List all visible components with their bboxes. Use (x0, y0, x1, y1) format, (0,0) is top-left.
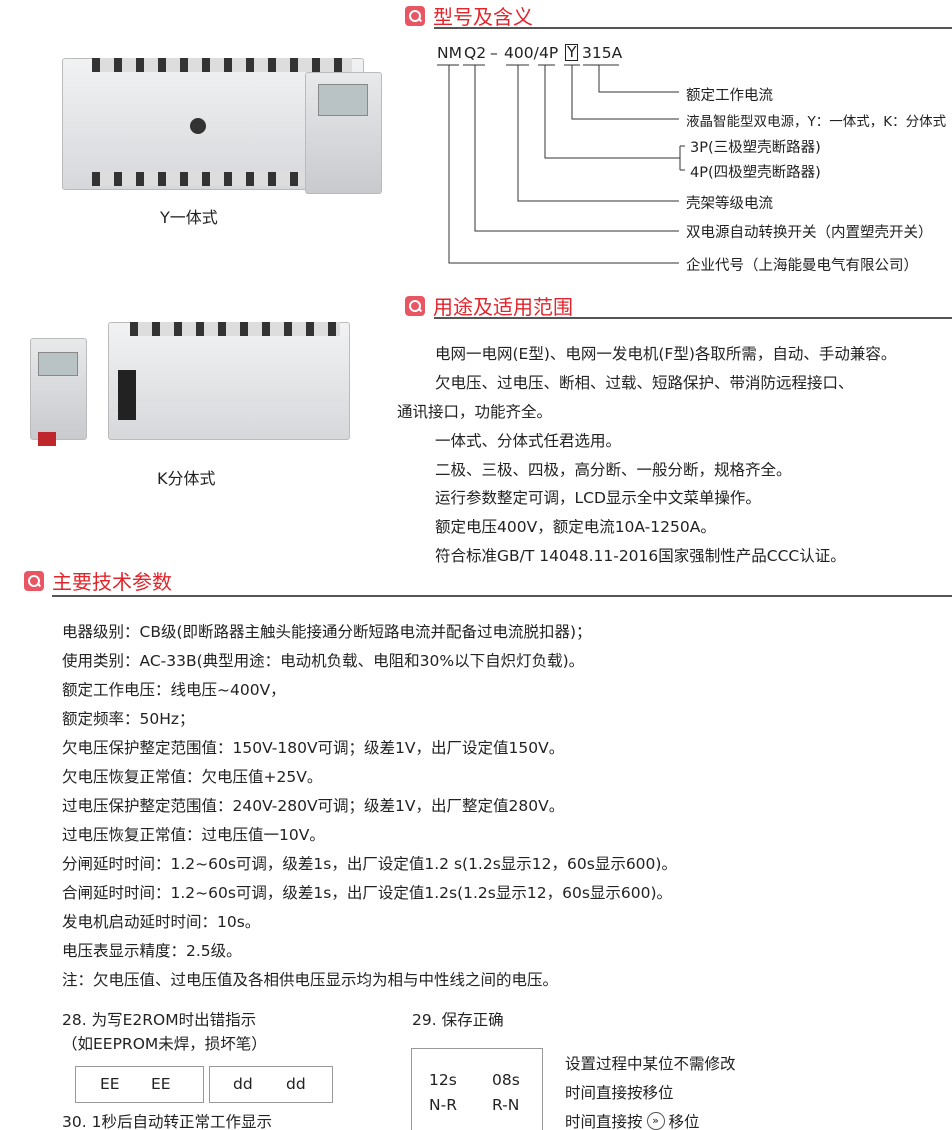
display-ee: EE EE (75, 1066, 204, 1103)
use-line: 欠电压、过电压、断相、过载、短路保护、带消防远程接口、 (435, 374, 854, 392)
param-line: 使用类别：AC-33B(典型用途：电动机负载、电阻和30%以下自炽灯负载)。 (62, 652, 585, 670)
display-text: dd (233, 1075, 253, 1093)
note-line: 时间直接按移位 (565, 1084, 674, 1102)
item-29-title: 29. 保存正确 (412, 1011, 504, 1029)
meaning-label: 液晶智能型双电源，Y：一体式，K：分体式 (686, 114, 947, 130)
code-part: NM (437, 44, 462, 62)
display-text: 12s (429, 1071, 457, 1089)
meaning-label: 企业代号（上海能曼电气有限公司） (686, 258, 918, 274)
item-28-note: （如EEPROM未焊，损坏笔） (62, 1035, 267, 1053)
meaning-label: 4P(四极塑壳断路器) (690, 165, 821, 181)
display-29: 12s 08s N-R R-N (411, 1048, 543, 1130)
display-text: EE (151, 1075, 171, 1093)
param-line: 注：欠电压值、过电压值及各相供电压显示均为相与中性线之间的电压。 (62, 971, 559, 989)
meaning-label: 双电源自动转换开关（内置塑壳开关） (686, 225, 933, 241)
divider (52, 595, 952, 597)
divider (434, 317, 952, 319)
shift-icon: » (646, 1112, 665, 1130)
param-line: 过电压保护整定范围值：240V-280V可调；级差1V，出厂整定值280V。 (62, 797, 565, 815)
divider (434, 27, 952, 29)
item-28-title: 28. 为写E2ROM时出错指示 (62, 1011, 257, 1029)
use-line: 电网一电网(E型)、电网一发电机(F型)各取所需，自动、手动兼容。 (435, 345, 897, 363)
note-text: 时间直接按 (565, 1113, 643, 1130)
note-line: 时间直接按 » 移位 (565, 1110, 700, 1130)
display-text: N-R (429, 1096, 457, 1114)
section-heading-model: 型号及含义 (405, 1, 533, 30)
meaning-label: 3P(三极塑壳断路器) (690, 140, 821, 156)
param-line: 发电机启动延时时间：10s。 (62, 913, 261, 931)
param-line: 电器级别：CB级(即断路器主触头能接通分断短路电流并配备过电流脱扣器)； (62, 623, 592, 641)
code-part: – (490, 44, 498, 62)
code-part: 4P (539, 44, 559, 62)
note-text: 移位 (668, 1113, 700, 1130)
code-part: 315A (582, 44, 623, 62)
display-dd: dd dd (209, 1066, 333, 1103)
use-line: 一体式、分体式任君选用。 (435, 432, 622, 450)
param-line: 过电压恢复正常值：过电压值一10V。 (62, 826, 325, 844)
display-text: R-N (492, 1096, 520, 1114)
param-line: 欠电压恢复正常值：欠电压值+25V。 (62, 768, 323, 786)
param-line: 额定工作电压：线电压~400V， (62, 681, 286, 699)
display-text: 08s (492, 1071, 520, 1089)
note-line: 设置过程中某位不需修改 (565, 1055, 736, 1073)
magnifier-icon (405, 5, 425, 26)
meaning-label: 额定工作电流 (686, 88, 773, 104)
param-line: 额定频率：50Hz； (62, 710, 195, 728)
heading-text: 型号及含义 (433, 5, 533, 29)
product-caption: Y一体式 (160, 208, 218, 227)
param-line: 分闸延时时间：1.2~60s可调，级差1s，出厂设定值1.2 s(1.2s显示1… (62, 855, 677, 873)
use-line: 通讯接口，功能齐全。 (397, 403, 553, 421)
param-line: 欠电压保护整定范围值：150V-180V可调；级差1V，出厂设定值150V。 (62, 739, 565, 757)
magnifier-icon (405, 295, 425, 316)
model-connector-lines (437, 64, 685, 264)
meaning-label: 壳架等级电流 (686, 196, 773, 212)
display-text: dd (286, 1075, 306, 1093)
heading-text: 用途及适用范围 (433, 295, 573, 319)
product-caption: K分体式 (157, 469, 216, 488)
use-line: 运行参数整定可调，LCD显示全中文菜单操作。 (435, 489, 761, 507)
use-line: 二极、三极、四极，高分断、一般分断，规格齐全。 (435, 461, 792, 479)
param-line: 电压表显示精度：2.5级。 (62, 942, 242, 960)
item-30-title: 30. 1秒后自动转正常工作显示 (62, 1113, 272, 1130)
section-heading-use: 用途及适用范围 (405, 291, 573, 320)
use-line: 额定电压400V，额定电流10A-1250A。 (435, 518, 716, 536)
section-heading-params: 主要技术参数 (24, 566, 172, 595)
code-part: Q2 (464, 44, 487, 62)
display-text: EE (100, 1075, 120, 1093)
code-part-boxed: Y (565, 43, 579, 61)
magnifier-icon (24, 570, 44, 591)
param-line: 合闸延时时间：1.2~60s可调，级差1s，出厂设定值1.2s(1.2s显示12… (62, 884, 673, 902)
code-part: 400/ (504, 44, 539, 62)
use-line: 符合标准GB/T 14048.11-2016国家强制性产品CCC认证。 (435, 547, 846, 565)
heading-text: 主要技术参数 (52, 570, 172, 594)
